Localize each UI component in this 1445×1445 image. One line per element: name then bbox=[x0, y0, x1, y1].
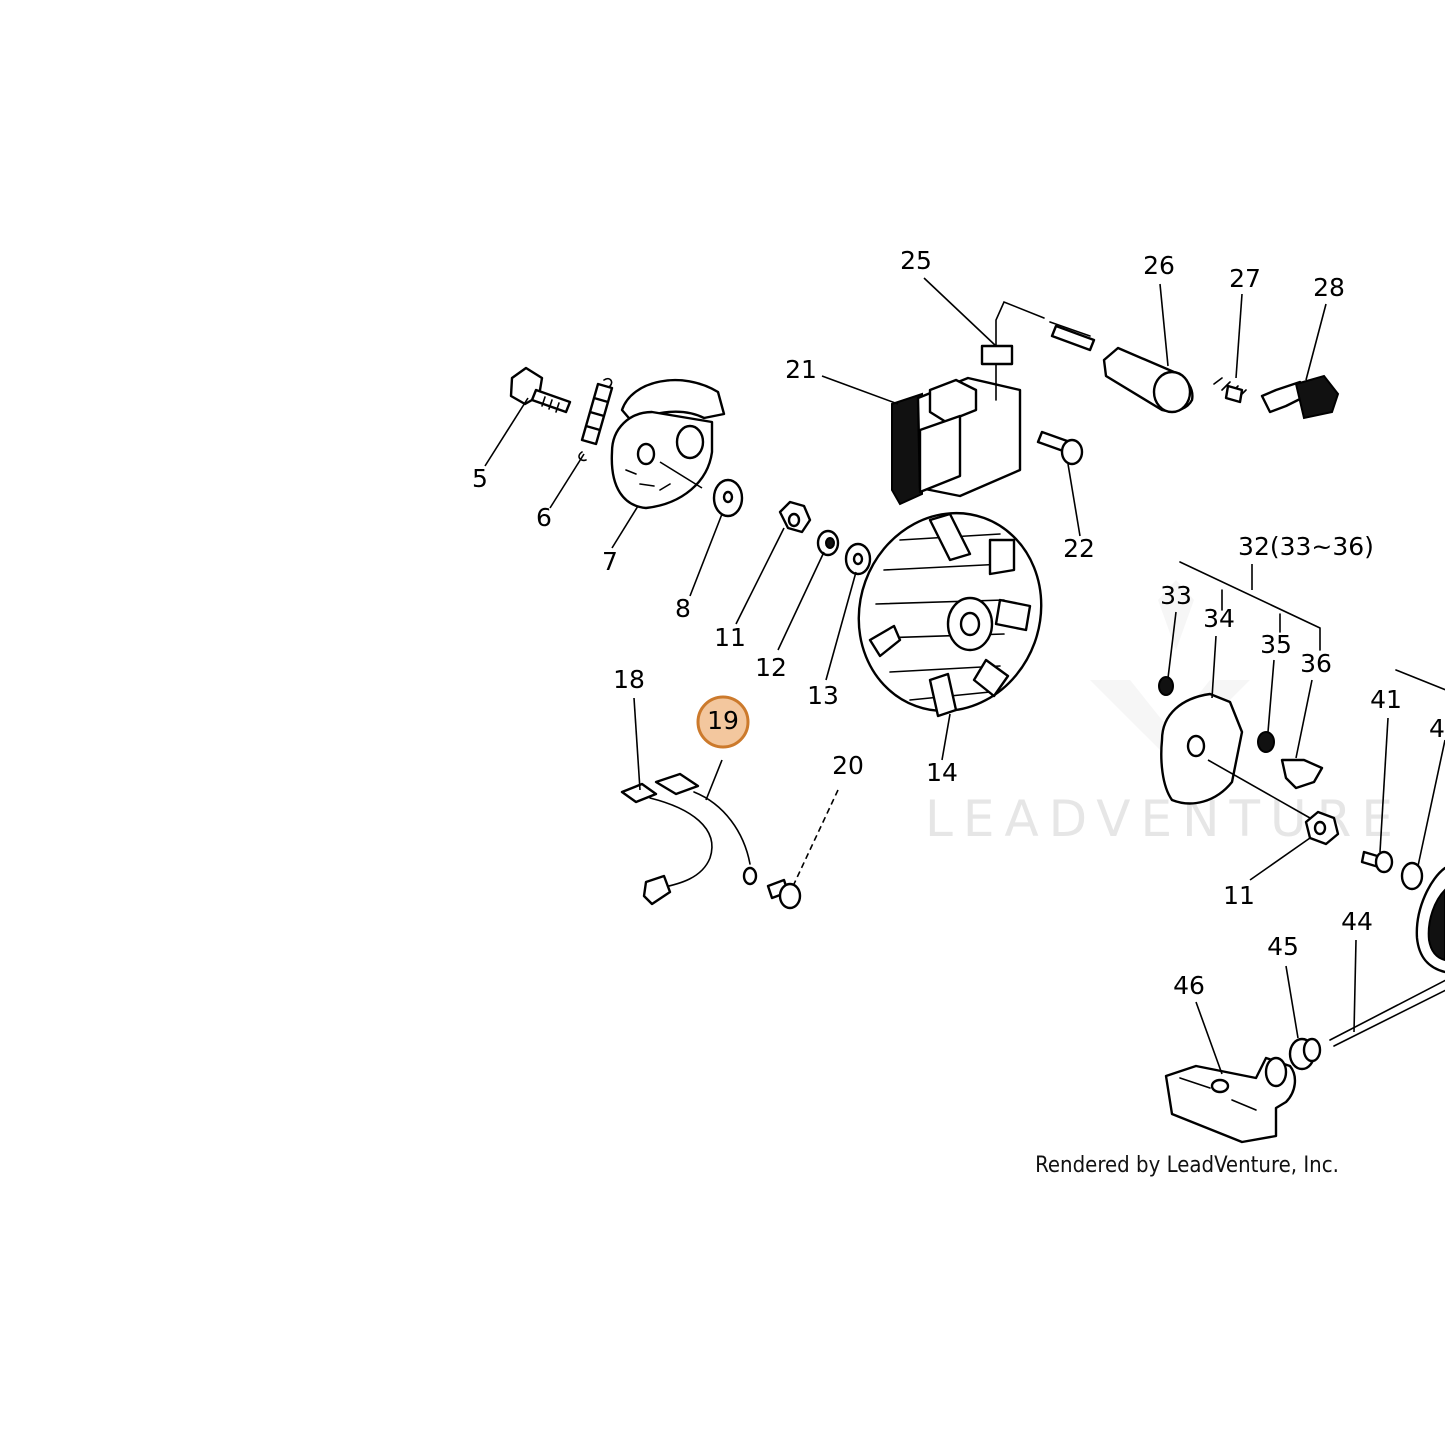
part-label-35[interactable]: 35 bbox=[1260, 630, 1292, 659]
part-19-wire-drawing bbox=[654, 772, 758, 886]
part-label-22[interactable]: 22 bbox=[1063, 534, 1095, 563]
part-44-rope-drawing bbox=[1329, 979, 1445, 1047]
part-label-20[interactable]: 20 bbox=[832, 751, 864, 780]
part-labels: 5 6 7 8 11 12 13 14 18 19 20 21 22 25 26… bbox=[472, 246, 1445, 1000]
bracket-32-group bbox=[1179, 561, 1321, 651]
part-label-11[interactable]: 11 bbox=[714, 623, 746, 652]
recoil-housing-drawing bbox=[1415, 866, 1445, 974]
part-46-handle-drawing bbox=[1164, 1056, 1297, 1144]
part-13-washer-drawing bbox=[844, 542, 872, 576]
part-25-terminal-drawing bbox=[980, 300, 1096, 401]
part-label-25[interactable]: 25 bbox=[900, 246, 932, 275]
part-label-7[interactable]: 7 bbox=[602, 547, 618, 576]
part-5-bolt-drawing bbox=[509, 366, 572, 414]
part-label-8[interactable]: 8 bbox=[675, 594, 691, 623]
part-8-washer-drawing bbox=[712, 478, 744, 518]
part-34-pulley-drawing bbox=[1160, 692, 1244, 805]
part-label-18[interactable]: 18 bbox=[613, 665, 645, 694]
credit-text: Rendered by LeadVenture, Inc. bbox=[1035, 1153, 1339, 1178]
part-6-spring-drawing bbox=[578, 377, 614, 462]
part-label-44[interactable]: 44 bbox=[1341, 907, 1373, 936]
highlight-marker-19 bbox=[696, 695, 750, 749]
part-label-21[interactable]: 21 bbox=[785, 355, 817, 384]
part-22-screw-drawing bbox=[1036, 430, 1084, 466]
part-28-spark-plug-drawing bbox=[1260, 374, 1340, 420]
part-35-spring-drawing bbox=[1257, 731, 1275, 753]
part-21-ignition-coil-drawing bbox=[891, 376, 1022, 506]
part-7-clutch-shoe-drawing bbox=[610, 379, 726, 510]
bracket-41-group bbox=[1395, 669, 1445, 691]
part-11-nut-drawing bbox=[778, 500, 812, 534]
part-label-34[interactable]: 34 bbox=[1203, 604, 1235, 633]
leader-lines bbox=[484, 277, 1445, 1075]
part-label-5[interactable]: 5 bbox=[472, 464, 488, 493]
part-label-12[interactable]: 12 bbox=[755, 653, 787, 682]
part-14-flywheel-drawing bbox=[857, 511, 1043, 718]
part-41-screw-drawing bbox=[1360, 850, 1394, 874]
part-33-clip-drawing bbox=[1158, 676, 1174, 696]
part-label-28[interactable]: 28 bbox=[1313, 273, 1345, 302]
part-label-6[interactable]: 6 bbox=[536, 503, 552, 532]
part-4x-washer-drawing bbox=[1400, 861, 1424, 891]
part-label-33[interactable]: 33 bbox=[1160, 581, 1192, 610]
part-label-19[interactable]: 19 bbox=[707, 706, 739, 735]
part-26-plug-cap-drawing bbox=[1102, 346, 1194, 414]
part-label-32[interactable]: 32(33~36) bbox=[1238, 532, 1374, 561]
part-label-14[interactable]: 14 bbox=[926, 758, 958, 787]
part-20-screw-drawing bbox=[766, 878, 802, 910]
part-18-wire-drawing bbox=[620, 782, 713, 906]
part-label-4x[interactable]: 4 bbox=[1429, 714, 1445, 743]
part-label-45[interactable]: 45 bbox=[1267, 932, 1299, 961]
part-label-41[interactable]: 41 bbox=[1370, 685, 1402, 714]
part-label-46[interactable]: 46 bbox=[1173, 971, 1205, 1000]
part-36-pawl-drawing bbox=[1280, 758, 1324, 790]
part-11-nut-b-drawing bbox=[1304, 810, 1340, 846]
part-12-lock-washer-drawing bbox=[816, 529, 840, 557]
part-label-13[interactable]: 13 bbox=[807, 681, 839, 710]
part-label-26[interactable]: 26 bbox=[1143, 251, 1175, 280]
part-45-rope-guide-drawing bbox=[1288, 1037, 1322, 1071]
part-label-11b[interactable]: 11 bbox=[1223, 881, 1255, 910]
part-label-36[interactable]: 36 bbox=[1300, 649, 1332, 678]
part-27-spring-drawing bbox=[1213, 377, 1247, 404]
part-label-27[interactable]: 27 bbox=[1229, 264, 1261, 293]
